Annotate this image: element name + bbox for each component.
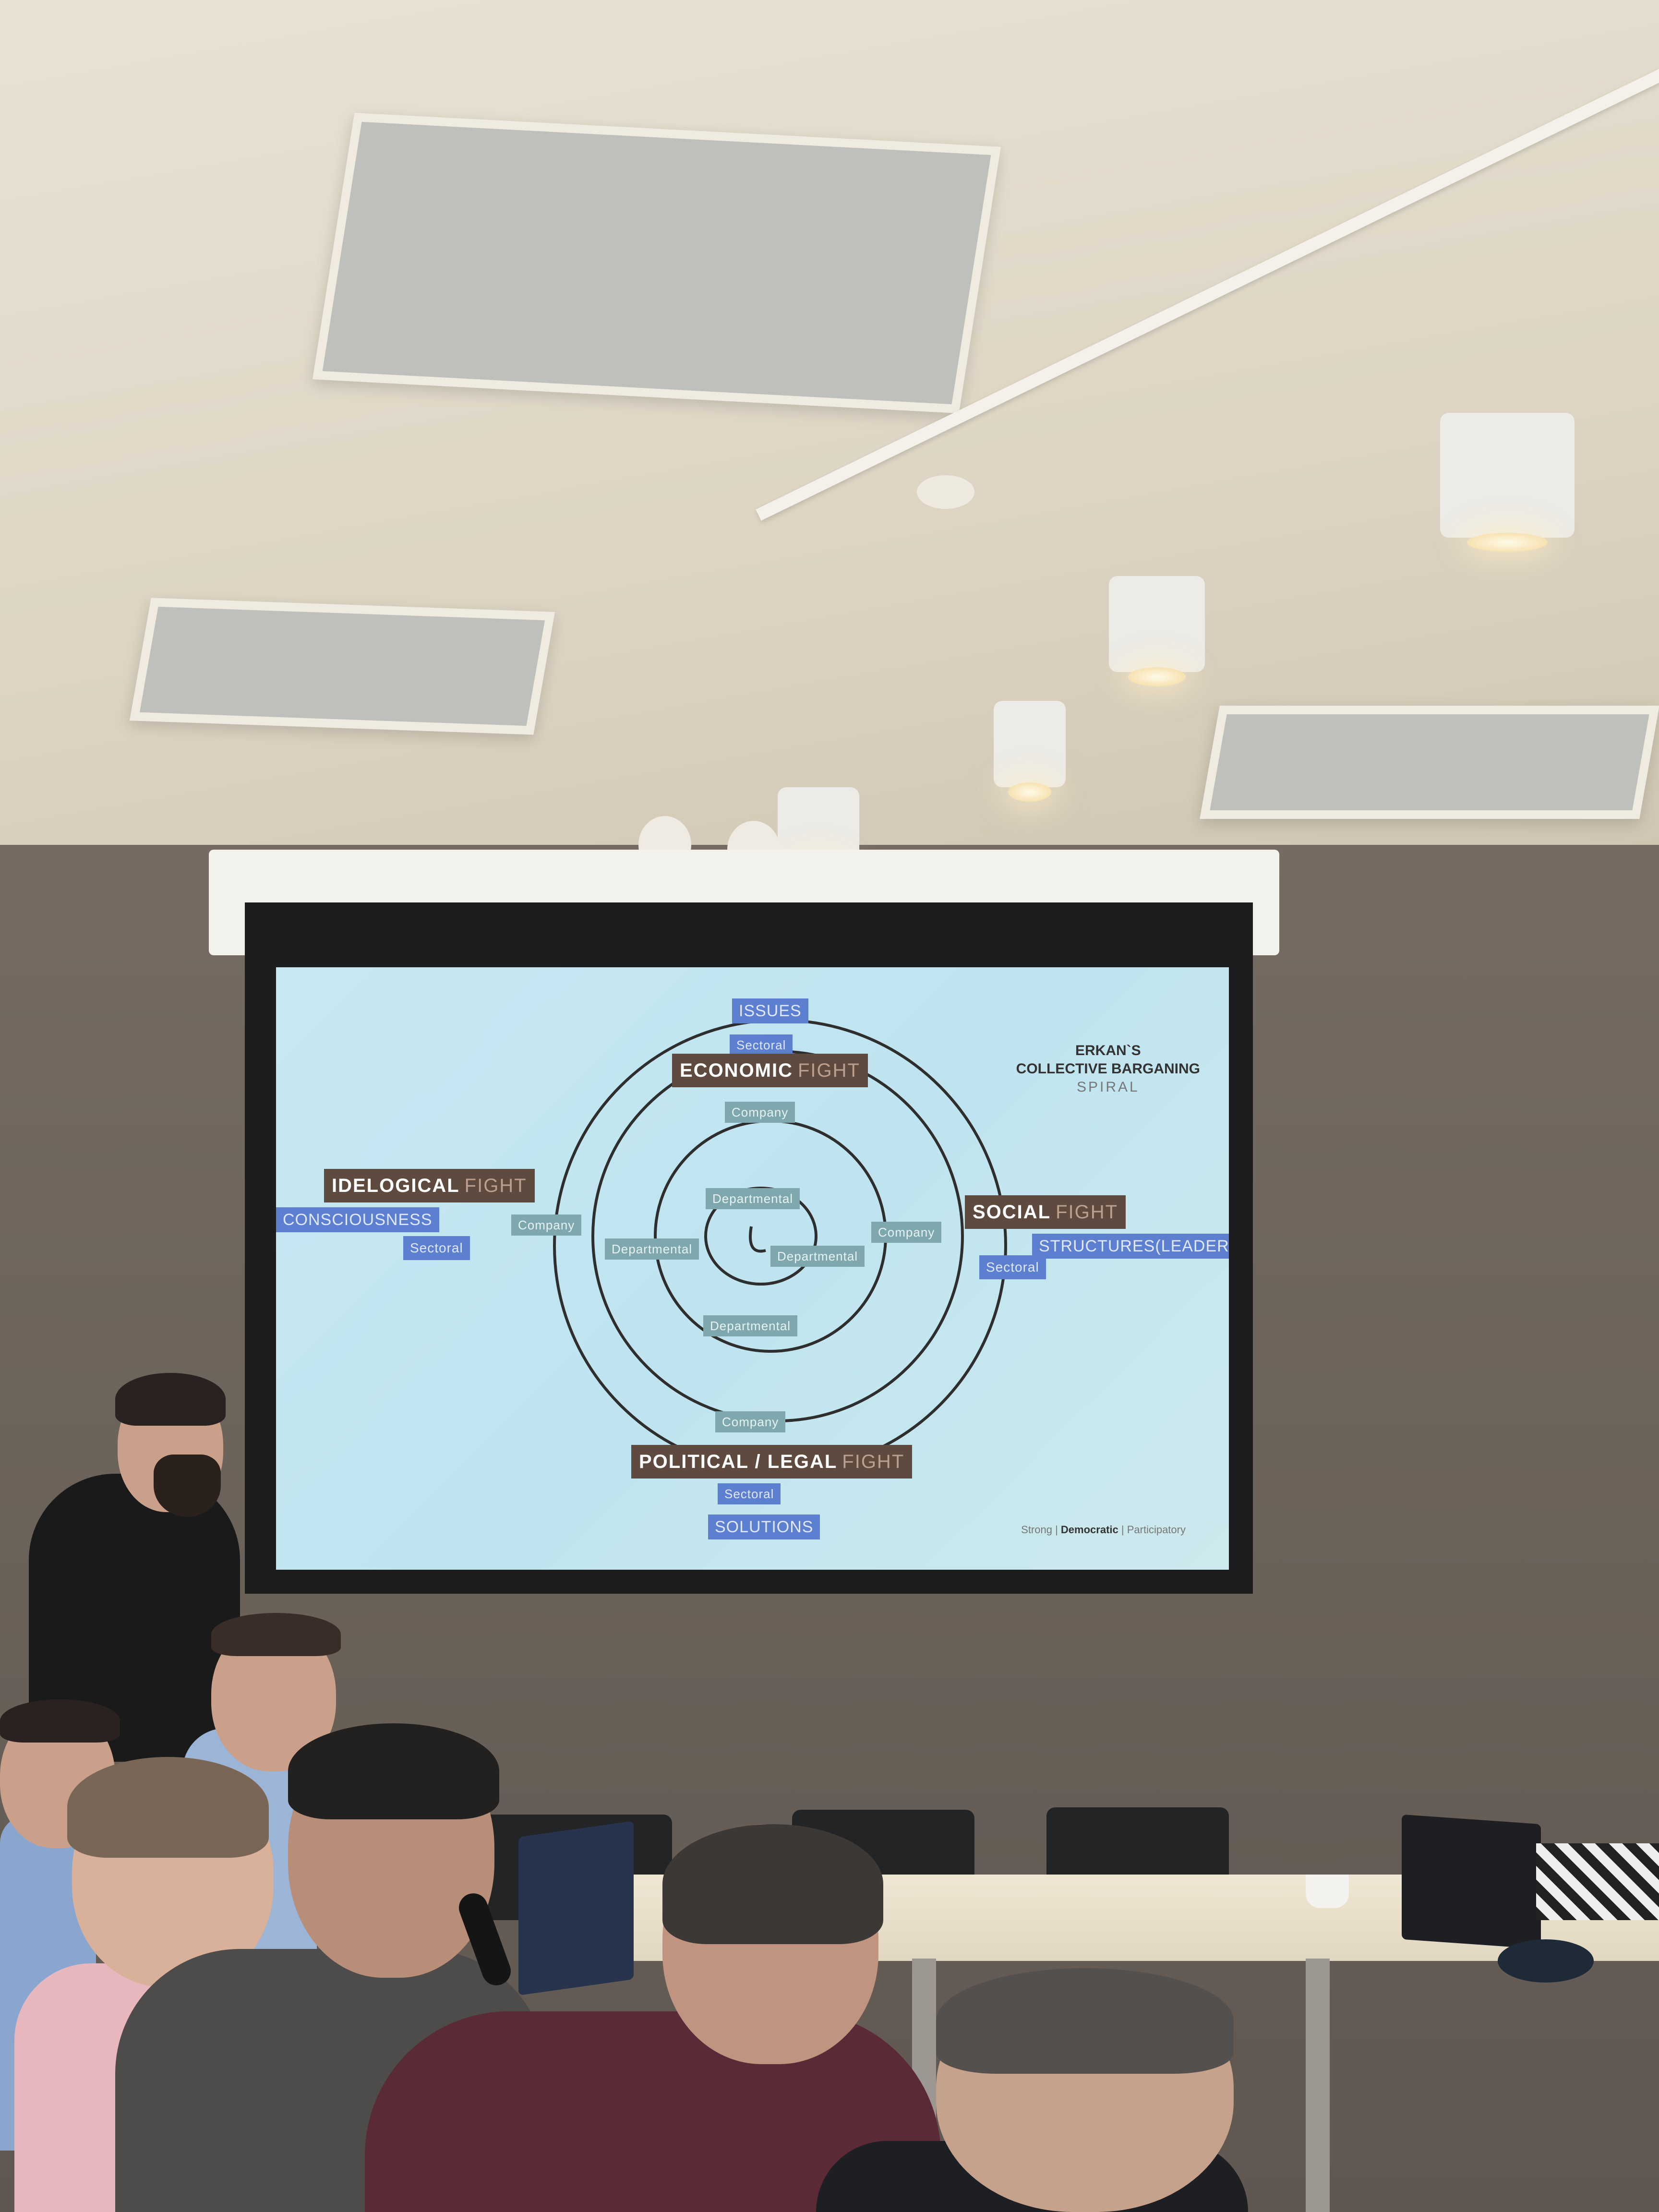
footer-mid: Democratic bbox=[1060, 1524, 1118, 1536]
smoke-detector bbox=[917, 475, 974, 509]
label-sectoral-bottom: Sectoral bbox=[718, 1483, 781, 1504]
label-solutions: SOLUTIONS bbox=[708, 1515, 820, 1539]
coffee-cup bbox=[1306, 1875, 1349, 1908]
label-consciousness: CONSCIOUSNESS bbox=[276, 1207, 439, 1232]
title-line-3: SPIRAL bbox=[1076, 1079, 1140, 1095]
label-company-bottom: Company bbox=[715, 1411, 786, 1432]
presenter-hair bbox=[115, 1373, 226, 1426]
fight-ideological-bold: IDELOGICAL bbox=[332, 1175, 460, 1196]
fight-political-word: FIGHT bbox=[842, 1451, 905, 1472]
label-issues: ISSUES bbox=[732, 998, 808, 1023]
ceiling-vent-right bbox=[1200, 706, 1659, 819]
presentation-slide: ERKAN`S COLLECTIVE BARGANING SPIRAL ISSU… bbox=[276, 967, 1229, 1570]
audience-hair bbox=[67, 1757, 269, 1858]
fight-social-word: FIGHT bbox=[1056, 1202, 1118, 1223]
fight-political-bold: POLITICAL / LEGAL bbox=[639, 1451, 838, 1472]
presenter-beard bbox=[154, 1455, 221, 1517]
label-company-left: Company bbox=[511, 1214, 582, 1236]
label-departmental-left: Departmental bbox=[605, 1238, 699, 1260]
title-line-2: COLLECTIVE BARGANING bbox=[1016, 1061, 1200, 1077]
label-departmental-right: Departmental bbox=[770, 1246, 865, 1267]
label-company-right: Company bbox=[871, 1222, 942, 1243]
spotlight bbox=[994, 701, 1066, 802]
audience-hair bbox=[0, 1699, 120, 1743]
label-departmental-bottom: Departmental bbox=[703, 1315, 798, 1336]
label-company-top: Company bbox=[725, 1102, 795, 1123]
fight-economic-bold: ECONOMIC bbox=[680, 1060, 793, 1081]
audience-hair bbox=[211, 1613, 341, 1656]
laptop bbox=[518, 1821, 634, 1996]
ceiling-vent-large bbox=[312, 112, 1001, 414]
label-sectoral-left: Sectoral bbox=[403, 1236, 470, 1260]
spotlight bbox=[1109, 576, 1205, 686]
footer-right: | Participatory bbox=[1121, 1524, 1186, 1536]
label-sectoral-right: Sectoral bbox=[979, 1255, 1046, 1279]
spiral-center bbox=[749, 1226, 766, 1253]
label-sectoral-top: Sectoral bbox=[730, 1034, 793, 1056]
checkered-sleeve bbox=[1536, 1843, 1659, 1920]
label-departmental-top: Departmental bbox=[706, 1188, 800, 1209]
spotlight bbox=[1440, 413, 1575, 552]
fight-social-bold: SOCIAL bbox=[973, 1202, 1051, 1223]
audience-hair bbox=[662, 1824, 883, 1944]
laptop bbox=[1402, 1814, 1541, 1949]
title-line-1: ERKAN`S bbox=[1075, 1043, 1141, 1058]
audience-hair bbox=[936, 1968, 1234, 2074]
audience-hair bbox=[288, 1723, 499, 1819]
footer-left: Strong | bbox=[1021, 1524, 1058, 1536]
ceiling-vent-left bbox=[129, 598, 555, 735]
slide-footer: Strong | Democratic | Participatory bbox=[1021, 1524, 1186, 1536]
speakerphone bbox=[1498, 1939, 1594, 1983]
table-leg bbox=[1306, 1959, 1330, 2212]
slide-title: ERKAN`S COLLECTIVE BARGANING SPIRAL bbox=[1016, 1042, 1200, 1096]
label-structures: STRUCTURES(LEADERS) bbox=[1032, 1234, 1229, 1259]
fight-economic-word: FIGHT bbox=[798, 1060, 860, 1081]
fight-ideological-word: FIGHT bbox=[464, 1175, 527, 1196]
